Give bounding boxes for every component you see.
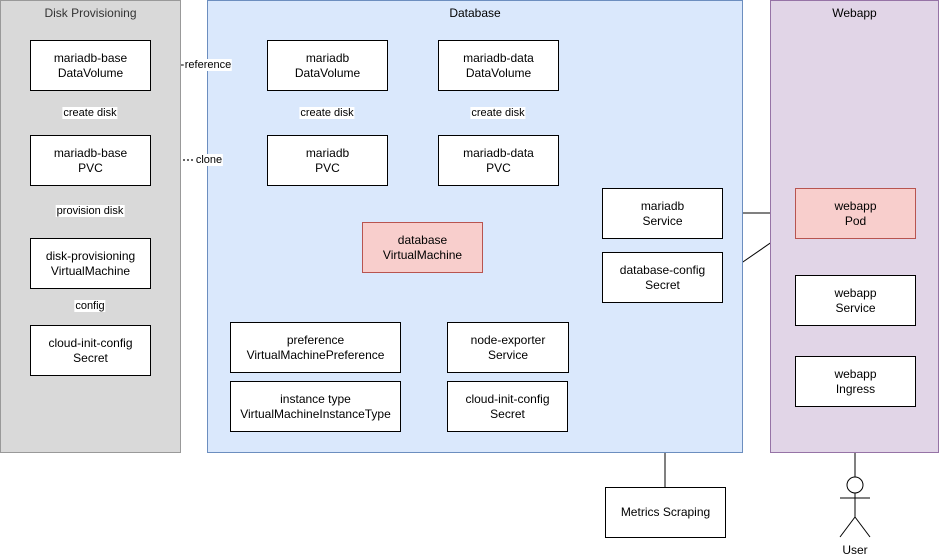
node-line2: Pod <box>844 213 867 228</box>
user-actor-label: User <box>842 543 868 557</box>
node-webapp-service[interactable]: webapp Service <box>795 275 916 326</box>
node-line2: VirtualMachine <box>50 263 131 278</box>
node-mariadb-base-pvc[interactable]: mariadb-base PVC <box>30 135 151 186</box>
node-webapp-pod[interactable]: webapp Pod <box>795 188 916 239</box>
edge-label-create-disk-base: create disk <box>62 107 118 119</box>
node-line1: instance type <box>280 391 351 406</box>
node-line2: DataVolume <box>465 65 532 80</box>
node-mariadb-datavolume[interactable]: mariadb DataVolume <box>267 40 388 91</box>
node-line1: database <box>397 232 448 247</box>
edge-label-config: config <box>74 300 106 312</box>
node-mariadb-base-datavolume[interactable]: mariadb-base DataVolume <box>30 40 151 91</box>
node-line1: Metrics Scraping <box>620 505 711 519</box>
node-line1: node-exporter <box>470 332 546 347</box>
edge-label-provision-disk: provision disk <box>55 205 125 217</box>
node-mariadb-data-pvc[interactable]: mariadb-data PVC <box>438 135 559 186</box>
node-mariadb-service[interactable]: mariadb Service <box>602 188 723 239</box>
node-line2: PVC <box>315 160 340 175</box>
node-cloud-init-config-secret-db[interactable]: cloud-init-config Secret <box>447 381 568 432</box>
node-mariadb-pvc[interactable]: mariadb PVC <box>267 135 388 186</box>
group-webapp-title: Webapp <box>832 6 877 20</box>
node-line2: PVC <box>78 160 103 175</box>
node-line1: mariadb <box>305 50 350 65</box>
node-line1: disk-provisioning <box>45 248 136 263</box>
edge-label-reference: reference <box>183 59 233 71</box>
node-database-virtualmachine[interactable]: database VirtualMachine <box>362 222 483 273</box>
edge-label-create-disk-data: create disk <box>470 107 526 119</box>
node-cloud-init-config-secret-disk[interactable]: cloud-init-config Secret <box>30 325 151 376</box>
node-line2: Ingress <box>835 381 876 396</box>
node-line1: cloud-init-config <box>465 391 550 406</box>
node-line2: VirtualMachineInstanceType <box>240 406 391 421</box>
node-disk-provisioning-vm[interactable]: disk-provisioning VirtualMachine <box>30 238 151 289</box>
node-preference[interactable]: preference VirtualMachinePreference <box>230 322 401 373</box>
node-line1: mariadb-base <box>53 50 128 65</box>
edge-label-clone: clone <box>194 154 224 166</box>
node-line2: Service <box>487 347 528 362</box>
node-line2: Secret <box>490 406 525 421</box>
node-line2: Secret <box>645 277 680 292</box>
node-line1: webapp <box>834 198 877 213</box>
node-metrics-scraping[interactable]: Metrics Scraping <box>605 487 726 538</box>
node-node-exporter-service[interactable]: node-exporter Service <box>447 322 569 373</box>
node-line1: webapp <box>834 285 877 300</box>
node-line2: VirtualMachine <box>382 247 463 262</box>
edge-label-create-disk-mariadb: create disk <box>299 107 355 119</box>
node-line2: PVC <box>486 160 511 175</box>
node-line2: DataVolume <box>294 65 361 80</box>
node-line1: mariadb <box>640 198 685 213</box>
node-line1: preference <box>286 332 345 347</box>
node-line1: mariadb <box>305 145 350 160</box>
node-line2: Service <box>642 213 683 228</box>
node-line1: mariadb-data <box>463 145 534 160</box>
node-line1: webapp <box>834 366 877 381</box>
node-instance-type[interactable]: instance type VirtualMachineInstanceType <box>230 381 401 432</box>
user-actor-icon <box>839 476 871 538</box>
node-line2: VirtualMachinePreference <box>246 347 385 362</box>
node-line1: database-config <box>619 262 706 277</box>
node-mariadb-data-datavolume[interactable]: mariadb-data DataVolume <box>438 40 559 91</box>
group-database-title: Database <box>449 6 501 20</box>
group-disk-provisioning-title: Disk Provisioning <box>44 6 137 20</box>
node-webapp-ingress[interactable]: webapp Ingress <box>795 356 916 407</box>
node-line2: DataVolume <box>57 65 124 80</box>
node-line1: mariadb-base <box>53 145 128 160</box>
node-database-config-secret[interactable]: database-config Secret <box>602 252 723 303</box>
node-line2: Service <box>835 300 876 315</box>
node-line1: cloud-init-config <box>48 335 133 350</box>
node-line1: mariadb-data <box>463 50 534 65</box>
node-line2: Secret <box>73 350 108 365</box>
